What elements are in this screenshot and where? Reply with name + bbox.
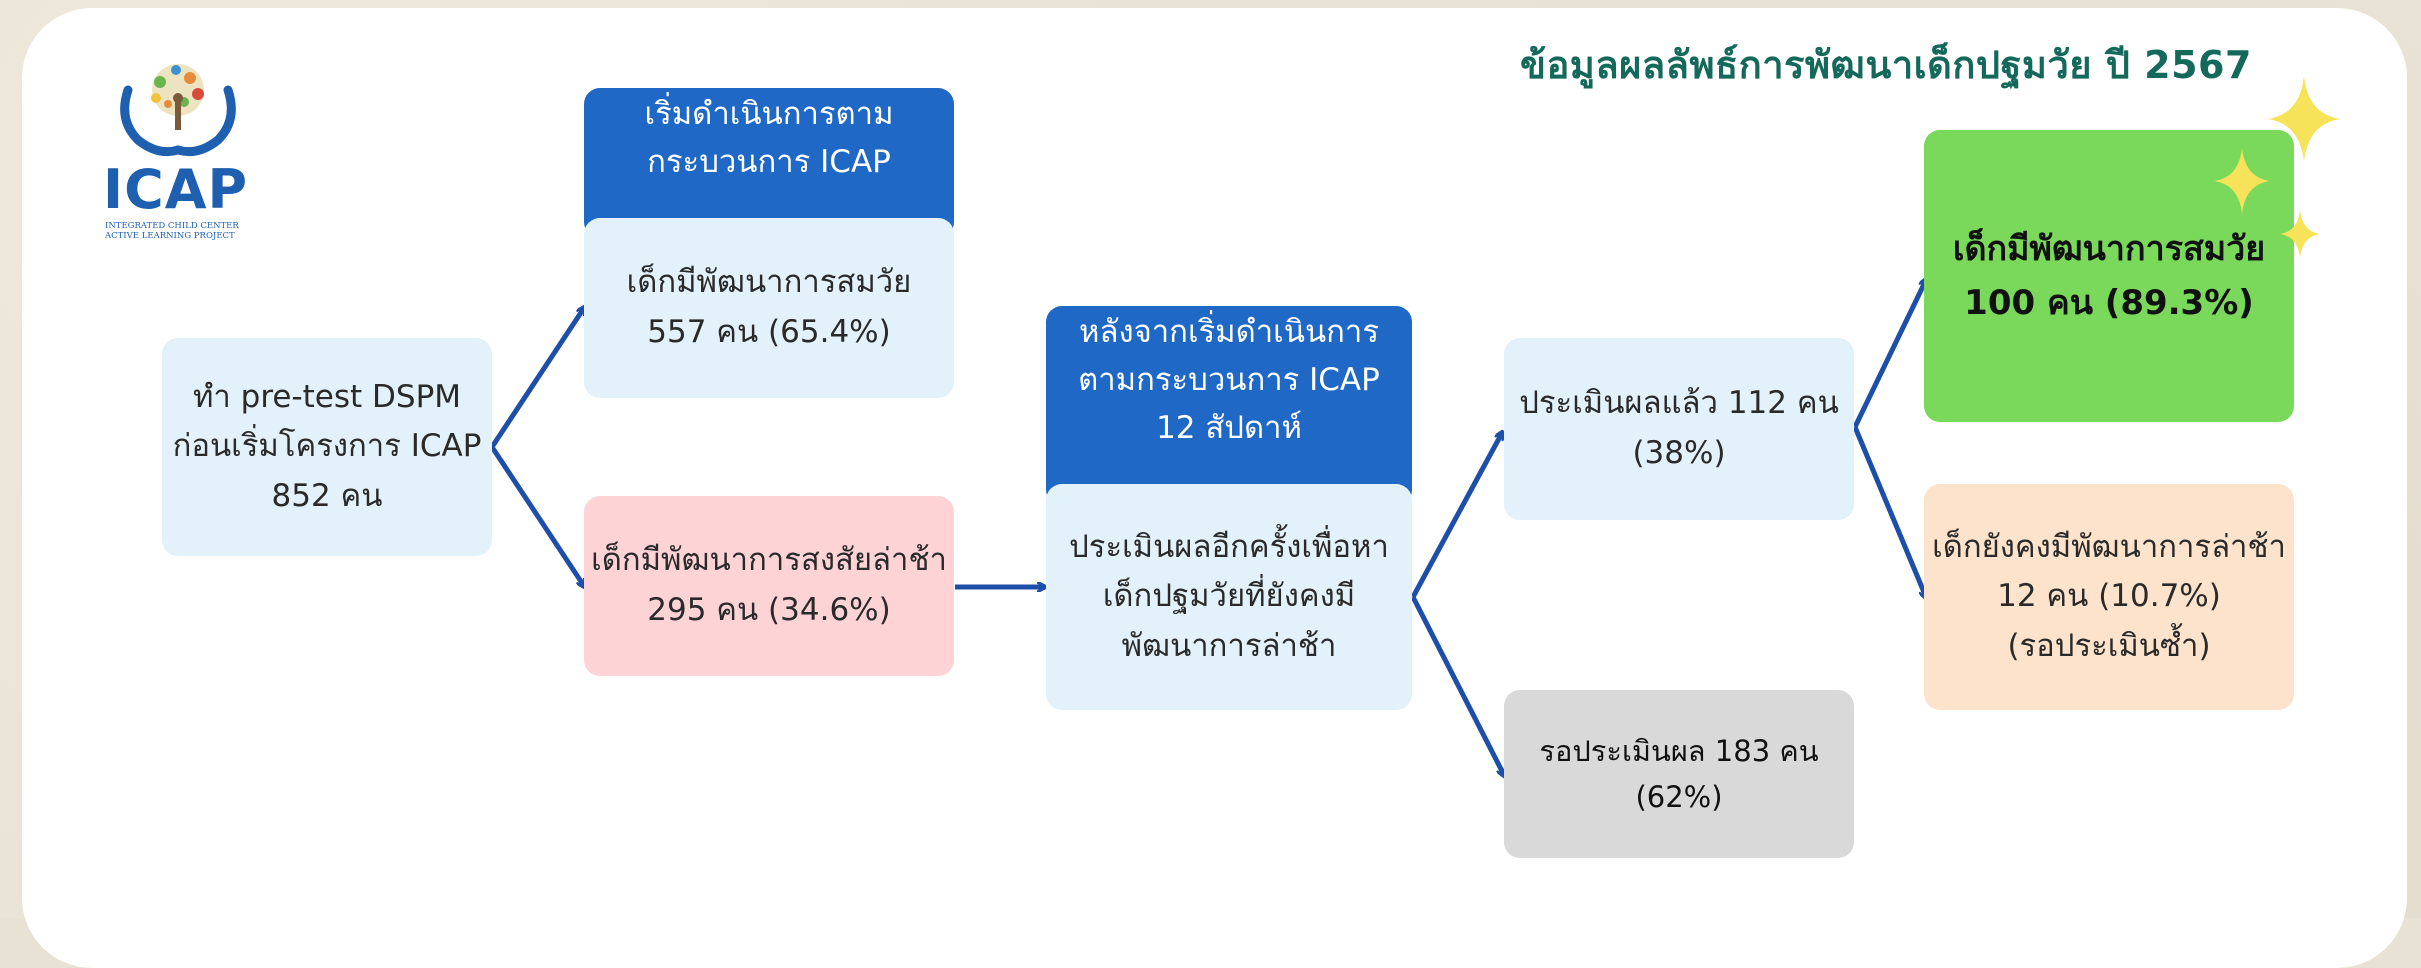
evaluated-box: ประเมินผลแล้ว 112 คน (38%) <box>1504 338 1854 520</box>
logo-wordmark: ICAP <box>103 158 249 221</box>
logo-subtitle: INTEGRATED CHILD CENTER ACTIVE LEARNING … <box>105 221 239 241</box>
waiting-box: รอประเมินผล 183 คน (62%) <box>1504 690 1854 858</box>
outcome-delayed-box: เด็กยังคงมีพัฒนาการล่าช้า 12 คน (10.7%) … <box>1924 484 2294 710</box>
arrow-evaluated-to-good <box>1852 280 1926 429</box>
normal-development-box: เด็กมีพัฒนาการสมวัย 557 คน (65.4%) <box>584 218 954 398</box>
sparkle-icon <box>2268 76 2340 162</box>
arrow-phase2-to-evaluated <box>1410 433 1502 599</box>
sparkle-icon <box>2214 148 2270 214</box>
page-title: ข้อมูลผลลัพธ์การพัฒนาเด็กปฐมวัย ปี 2567 <box>1520 43 2252 87</box>
icap-logo-icon <box>120 64 236 157</box>
suspected-delay-box: เด็กมีพัฒนาการสงสัยล่าช้า 295 คน (34.6%) <box>584 496 954 676</box>
pretest-box: ทำ pre-test DSPM ก่อนเริ่มโครงการ ICAP 8… <box>162 338 492 556</box>
arrow-evaluated-to-delayed <box>1852 426 1926 597</box>
flow-arrows <box>489 0 2421 918</box>
sparkle-icon <box>2280 210 2320 258</box>
phase2-header: หลังจากเริ่มดำเนินการ ตามกระบวนการ ICAP … <box>1046 306 1412 506</box>
arrow-phase2-to-waiting <box>1410 595 1504 775</box>
arrow-start-to-suspected <box>489 445 584 586</box>
arrow-start-to-normal <box>489 308 584 449</box>
reassessment-box: ประเมินผลอีกครั้งเพื่อหา เด็กปฐมวัยที่ยั… <box>1046 484 1412 710</box>
phase1-header: เริ่มดำเนินการตาม กระบวนการ ICAP <box>584 88 954 238</box>
